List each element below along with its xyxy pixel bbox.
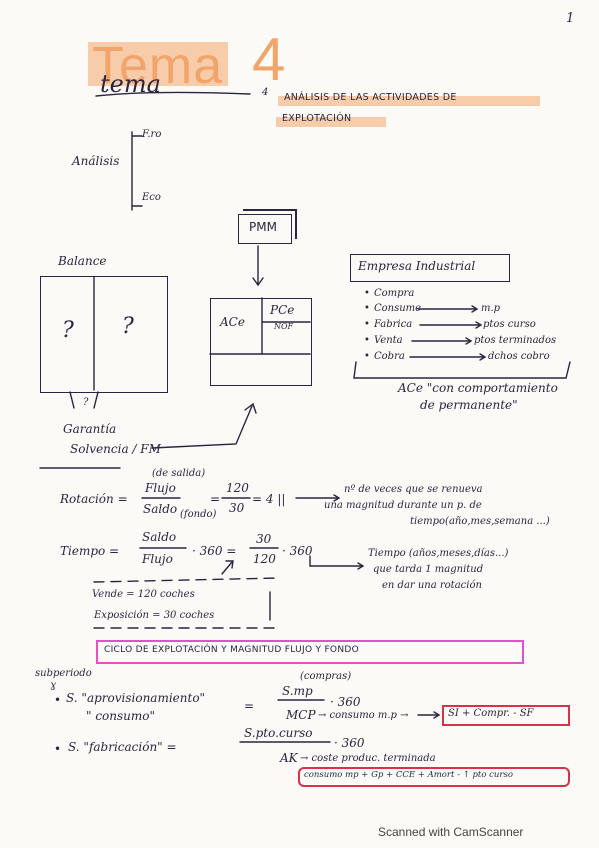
heading-line-1: ANÁLISIS DE LAS ACTIVIDADES DE [284, 92, 457, 103]
empresa-item-result: ptos curso [483, 319, 536, 330]
tiempo-desc-2: que tarda 1 magnitud [373, 564, 484, 575]
balance-box [40, 276, 168, 393]
s1-label: S. "aprovisionamiento" [66, 691, 206, 705]
balance-q-left: ? [62, 318, 74, 343]
rotacion-top-note: (de salida) [152, 468, 206, 479]
empresa-bullet: • [364, 351, 370, 362]
subperiodo-mark: ɣ [50, 680, 56, 691]
balance-q-right: ? [122, 314, 134, 339]
scanner-footer: Scanned with CamScanner [378, 825, 524, 839]
s2-formula-box [298, 767, 570, 787]
heading-line-2: EXPLOTACIÓN [282, 113, 352, 124]
empresa-title-box [350, 254, 510, 282]
empresa-item-result: ptos terminados [474, 335, 557, 346]
rotacion-numerator: Flujo [145, 481, 176, 495]
empresa-item-label: Compra [374, 288, 415, 299]
rotacion-den-note: (fondo) [180, 509, 217, 520]
tiempo-desc-3: en dar una rotación [382, 580, 482, 591]
tiempo-desc-1: Tiempo (años,meses,días...) [368, 548, 509, 559]
title-highlight [88, 42, 228, 86]
balance-arrow-q: ? [83, 397, 89, 408]
rotacion-result: = 4 || [252, 492, 286, 506]
ejemplo-line-2: Exposición = 30 coches [94, 610, 215, 621]
empresa-bracket [353, 361, 571, 379]
pmm-label: PMM [249, 220, 277, 234]
heading-highlight-2 [276, 117, 386, 127]
tiempo-denominator: Flujo [142, 552, 173, 566]
pmm-box [238, 214, 292, 244]
s2-numerator: S.pto.curso [244, 726, 313, 740]
title-word: Tema [92, 37, 224, 95]
s1-formula: SI + Compr. - SF [448, 708, 534, 719]
heading-highlight-1 [278, 96, 540, 106]
ciclo-title-box [96, 640, 524, 664]
s2-denominator: AK [280, 751, 298, 765]
rotacion-equals: = [210, 492, 221, 506]
rotacion-frac-num: 120 [226, 481, 249, 495]
mini-balance-ace: ACe [220, 315, 245, 329]
empresa-item-label: Venta [374, 335, 403, 346]
analisis-bottom: Eco [142, 192, 161, 203]
tiempo-mult-2: · 360 [282, 544, 313, 558]
title-underline [95, 91, 251, 97]
tiempo-frac-num: 30 [256, 532, 272, 546]
rotacion-denominator: Saldo [143, 502, 178, 516]
rotacion-desc-2: una magnitud durante un p. de [324, 500, 482, 511]
rotacion-label: Rotación = [60, 492, 128, 506]
rotacion-frac-den: 30 [229, 501, 245, 515]
empresa-item-label: Consume [374, 303, 422, 314]
empresa-title: Empresa Industrial [358, 259, 476, 273]
ejemplo-dash-top [93, 577, 281, 583]
tiempo-mult: · 360 = [192, 544, 237, 558]
s1-mult: · 360 [330, 695, 361, 709]
garantia-label: Garantía [63, 422, 117, 436]
s1-equals: = [244, 699, 255, 713]
tiempo-numerator: Saldo [142, 530, 177, 544]
s1-den-note: → consumo m.p → [318, 710, 409, 721]
s2-bullet: • [54, 742, 62, 756]
s2-den-note: → coste produc. terminada [300, 753, 436, 764]
s1-denominator: MCP [286, 708, 316, 722]
empresa-bullet: • [364, 335, 370, 346]
s1-numerator: S.mp [282, 684, 313, 698]
balance-label: Balance [58, 254, 107, 268]
analisis-label: Análisis [72, 154, 120, 168]
balance-arrow-right [93, 391, 99, 409]
rotacion-desc-1: nº de veces que se renueva [344, 484, 483, 495]
s1-formula-box [442, 705, 570, 726]
empresa-item-label: Fabrica [374, 319, 413, 330]
tiempo-frac-den: 120 [253, 552, 276, 566]
page-number: 1 [566, 11, 575, 26]
empresa-item-result: m.p [481, 303, 501, 314]
tiempo-label: Tiempo = [60, 544, 120, 558]
title-subnumber: 4 [262, 87, 269, 98]
empresa-item-result: dchos cobro [488, 351, 550, 362]
mini-balance-nof: NOF [274, 322, 294, 331]
empresa-note-2: de permanente" [420, 398, 518, 412]
solvencia-label: Solvencia / FM [70, 442, 161, 456]
s2-label: S. "fabricación" = [68, 740, 177, 754]
s2-formula: consumo mp + Gp + CCE + Amort - ↑ pto cu… [304, 770, 513, 780]
empresa-item-label: Cobra [374, 351, 405, 362]
title-number: 4 [252, 26, 286, 93]
mini-balance-box [210, 298, 312, 386]
s1-sub-label: " consumo" [86, 709, 156, 723]
empresa-note-1: ACe "con comportamiento [398, 381, 558, 395]
s1-top-note: (compras) [300, 671, 352, 682]
ejemplo-line-1: Vende = 120 coches [92, 589, 195, 600]
mini-balance-pce: PCe [270, 303, 295, 317]
subperiodo-label: subperiodo [35, 668, 92, 679]
ciclo-title: CICLO DE EXPLOTACIÓN Y MAGNITUD FLUJO Y … [104, 645, 359, 655]
empresa-bullet: • [364, 319, 370, 330]
rotacion-desc-3: tiempo(año,mes,semana ...) [410, 516, 550, 527]
analisis-top: F.ro [142, 129, 162, 140]
s1-bullet: • [54, 693, 62, 707]
balance-arrow-left [69, 391, 75, 409]
empresa-bullet: • [364, 303, 370, 314]
solvencia-arrow [151, 405, 253, 449]
empresa-bullet: • [364, 288, 370, 299]
s2-mult: · 360 [334, 736, 365, 750]
